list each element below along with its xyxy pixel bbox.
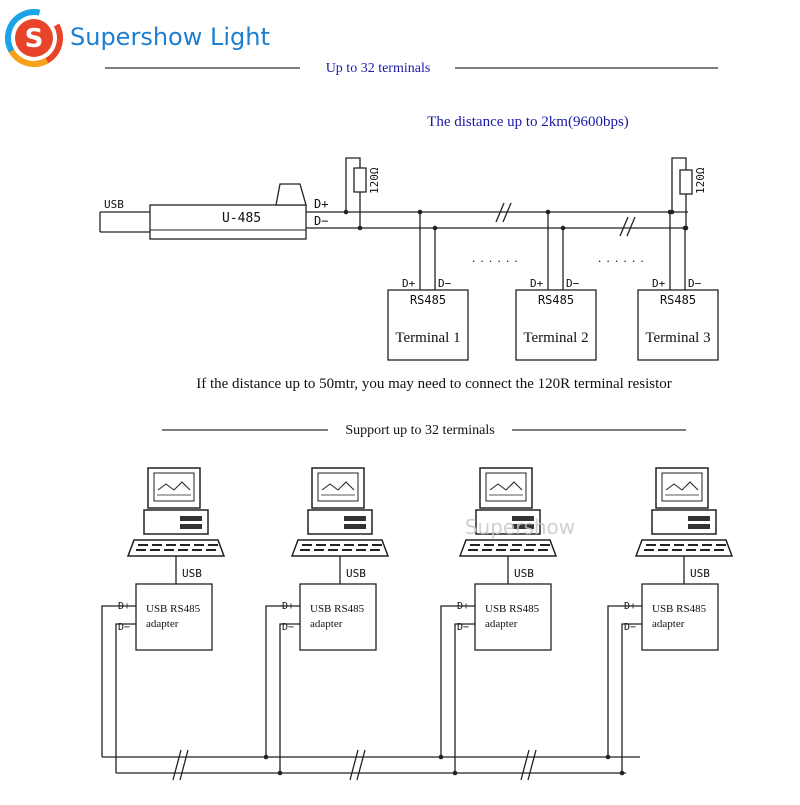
bus-break-mark-1 [495,202,512,223]
logo-disc [15,19,53,57]
watermark: Supershow [465,515,575,539]
computer-icon [290,467,390,557]
terminal-dplus-junction [545,209,551,215]
adapter-label: USB RS485 [652,603,707,615]
terminal-chip-label: RS485 [660,293,696,307]
terminal-dplus-label: D+ [530,277,544,290]
bottom-header: Support up to 32 terminals [162,423,686,438]
adapter-box [135,583,213,651]
terminal-dplus-junction [417,209,423,215]
usb-label: USB [346,567,366,580]
adapter-box [299,583,377,651]
adapter-label: USB RS485 [146,603,201,615]
usb-label: USB [104,198,124,211]
top-header-text: Up to 32 terminals [326,61,431,76]
terminator-resistor-right: 120Ω [669,157,707,231]
terminal-dminus-junction [432,225,438,231]
adapter-dminus-wire [115,623,136,773]
top-header: Up to 32 terminals [105,61,718,76]
terminal-dminus-label: D− [566,277,580,290]
distance-note: The distance up to 2km(9600bps) [427,114,629,130]
adapter-dminus-label: D− [118,622,130,633]
adapter-box [641,583,719,651]
terminal-dminus-label: D− [688,277,702,290]
logo-letter: S [25,24,44,54]
top-bus: D+ D− 120Ω 120Ω . . . . . . [306,157,707,265]
terminal-box [387,289,469,361]
usb-label: USB [182,567,202,580]
terminal-name: Terminal 2 [523,330,588,346]
bus-dminus-label: D− [314,214,328,228]
adapter-dplus-wire [265,605,300,757]
computer-icon [458,467,558,557]
terminal-box [637,289,719,361]
bus-break-mark-2 [619,216,636,237]
adapter-label-line2: adapter [485,618,518,630]
adapter-label-line2: adapter [146,618,179,630]
terminal-name: Terminal 3 [645,330,710,346]
converter-body [149,204,307,240]
resistor-label-right: 120Ω [694,167,707,194]
bus-dplus-label: D+ [314,197,328,211]
usb-label: USB [690,567,710,580]
resistor-note: If the distance up to 50mtr, you may nee… [196,376,672,392]
terminal-dplus-label: D+ [402,277,416,290]
usb-label: USB [514,567,534,580]
terminal-dplus-label: D+ [652,277,666,290]
computer-icon [126,467,226,557]
bottom-header-text: Support up to 32 terminals [345,423,494,438]
bottom-break-mark-2 [349,749,366,781]
adapter-label-line2: adapter [310,618,343,630]
bottom-bus [102,749,640,781]
adapter-label-line2: adapter [652,618,685,630]
converter-label: U-485 [222,211,261,226]
usb-converter: USB U-485 [99,183,307,240]
computer-icon [634,467,734,557]
converter-terminal-block [275,183,307,206]
adapter-dminus-wire [279,623,300,773]
adapter-dplus-wire [607,605,642,757]
bottom-break-mark-1 [172,749,189,781]
brand-name: Supershow Light [70,23,270,51]
terminal-chip-label: RS485 [410,293,446,307]
adapter-label: USB RS485 [485,603,540,615]
adapter-dplus-wire [101,605,136,757]
adapter-label: USB RS485 [310,603,365,615]
terminal-dminus-junction [682,225,688,231]
terminal-name: Terminal 1 [395,330,460,346]
terminal-dplus-junction [667,209,673,215]
adapter-box [474,583,552,651]
bottom-break-mark-3 [520,749,537,781]
adapter-dminus-label: D− [457,622,469,633]
terminal-chip-label: RS485 [538,293,574,307]
logo-ring-blue [5,9,63,67]
brand-logo: S [5,9,63,67]
adapter-dminus-wire [454,623,475,773]
adapter-dminus-label: D− [624,622,636,633]
adapter-dplus-wire [440,605,475,757]
resistor-label-left: 120Ω [368,167,381,194]
terminal-box [515,289,597,361]
terminator-resistor-left: 120Ω [343,157,381,231]
terminal-dminus-junction [560,225,566,231]
ellipsis-dots-1: . . . . . . [472,250,519,265]
adapter-dminus-label: D− [282,622,294,633]
terminal-dminus-label: D− [438,277,452,290]
ellipsis-dots-2: . . . . . . [598,250,645,265]
adapter-dminus-wire [621,623,642,773]
